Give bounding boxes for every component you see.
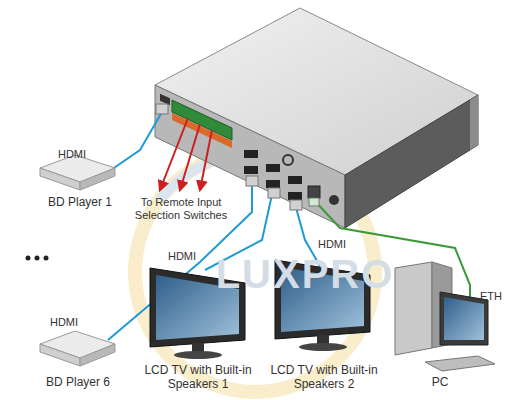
cable-label: HDMI [312,238,352,251]
bd-player-label: BD Player 1 [30,155,130,209]
cable-label: HDMI [162,250,202,263]
cable-plugs [156,104,319,210]
cable-label: ETH [476,290,506,303]
device-name: PC [395,375,485,389]
bd-player [40,155,115,190]
cable-label: HDMI [44,316,84,329]
device-name: LCD TV with Built-in Speakers 2 [266,363,382,391]
cable-label: HDMI [52,148,92,161]
device-name: LCD TV with Built-in Speakers 1 [140,363,256,391]
switcher-unit [155,8,478,228]
bd-player-label: BD Player 6 [28,330,128,389]
hdmi-cable [108,112,162,172]
ellipsis-dots [26,256,49,261]
pc-label: PC [395,250,485,389]
watermark: LUXPRO [205,252,405,296]
pc [395,262,495,371]
device-name: BD Player 6 [28,375,128,389]
bd-player [40,331,115,366]
device-name: BD Player 1 [30,195,130,209]
cable-label: To Remote Input Selection Switches [118,196,244,222]
remote-arrows [160,118,212,190]
